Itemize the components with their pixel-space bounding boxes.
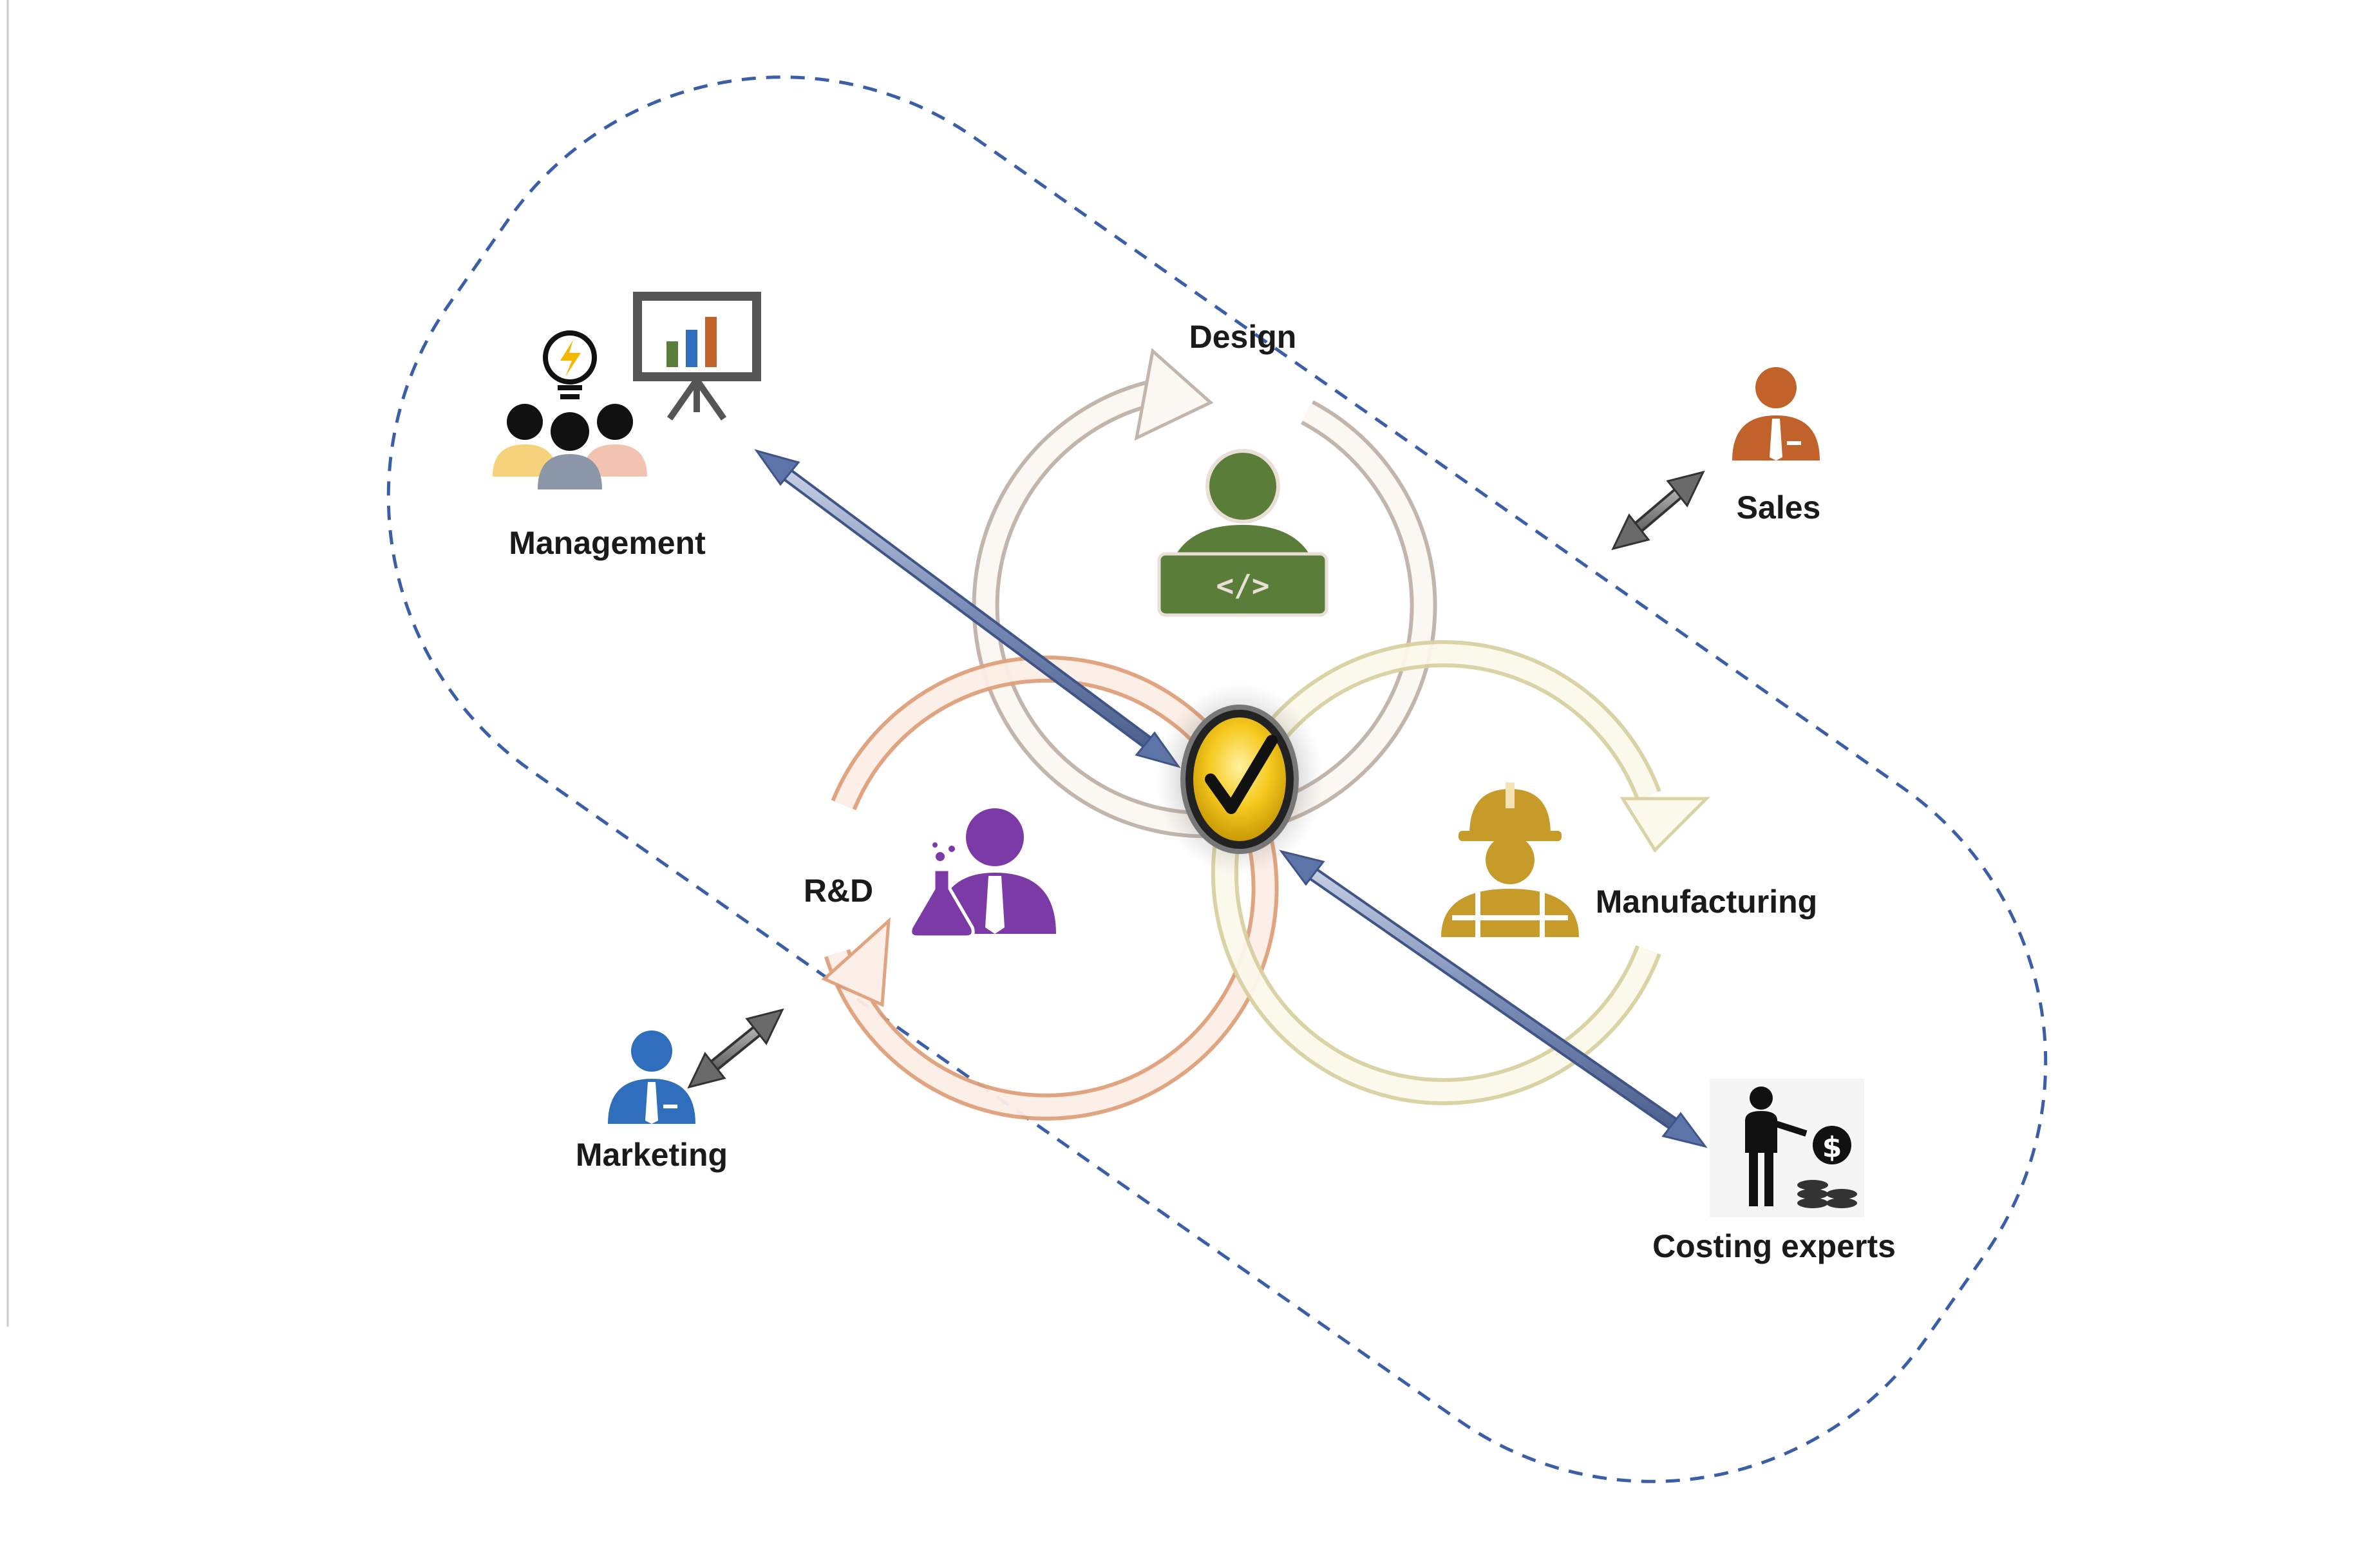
sales-label: Sales xyxy=(1737,489,1821,526)
marketing-link-arrow xyxy=(687,1008,784,1089)
checkmark-icon xyxy=(1156,683,1323,876)
marketing-businessman-icon xyxy=(608,1030,695,1124)
team-presentation-icon xyxy=(493,292,761,489)
manufacturing-label: Manufacturing xyxy=(1596,884,1817,920)
design-ring-arrowhead xyxy=(1134,348,1214,441)
manufacturing-ring-arrowhead xyxy=(1620,797,1711,853)
management-link-arrow xyxy=(754,449,1181,768)
cost-expert-icon: $ xyxy=(1710,1079,1864,1217)
management-label: Management xyxy=(509,525,706,561)
svg-text:</>: </> xyxy=(1216,568,1269,603)
marketing-label: Marketing xyxy=(576,1137,728,1173)
team-boundary xyxy=(386,75,2048,1483)
rnd-cycle-ring xyxy=(821,655,1279,1121)
construction-worker-icon xyxy=(1441,783,1579,937)
sales-businessman-icon xyxy=(1732,367,1820,460)
scientist-icon xyxy=(909,808,1056,939)
rnd-label: R&D xyxy=(804,873,873,909)
costing-experts-label: Costing experts xyxy=(1652,1228,1896,1264)
rnd-ring-arrowhead xyxy=(821,916,891,1007)
svg-text:$: $ xyxy=(1822,1131,1842,1164)
design-label: Design xyxy=(1189,319,1297,355)
developer-laptop-icon: </> xyxy=(1157,449,1328,617)
costing-link-arrow xyxy=(1279,849,1708,1148)
sales-link-arrow xyxy=(1611,470,1705,551)
